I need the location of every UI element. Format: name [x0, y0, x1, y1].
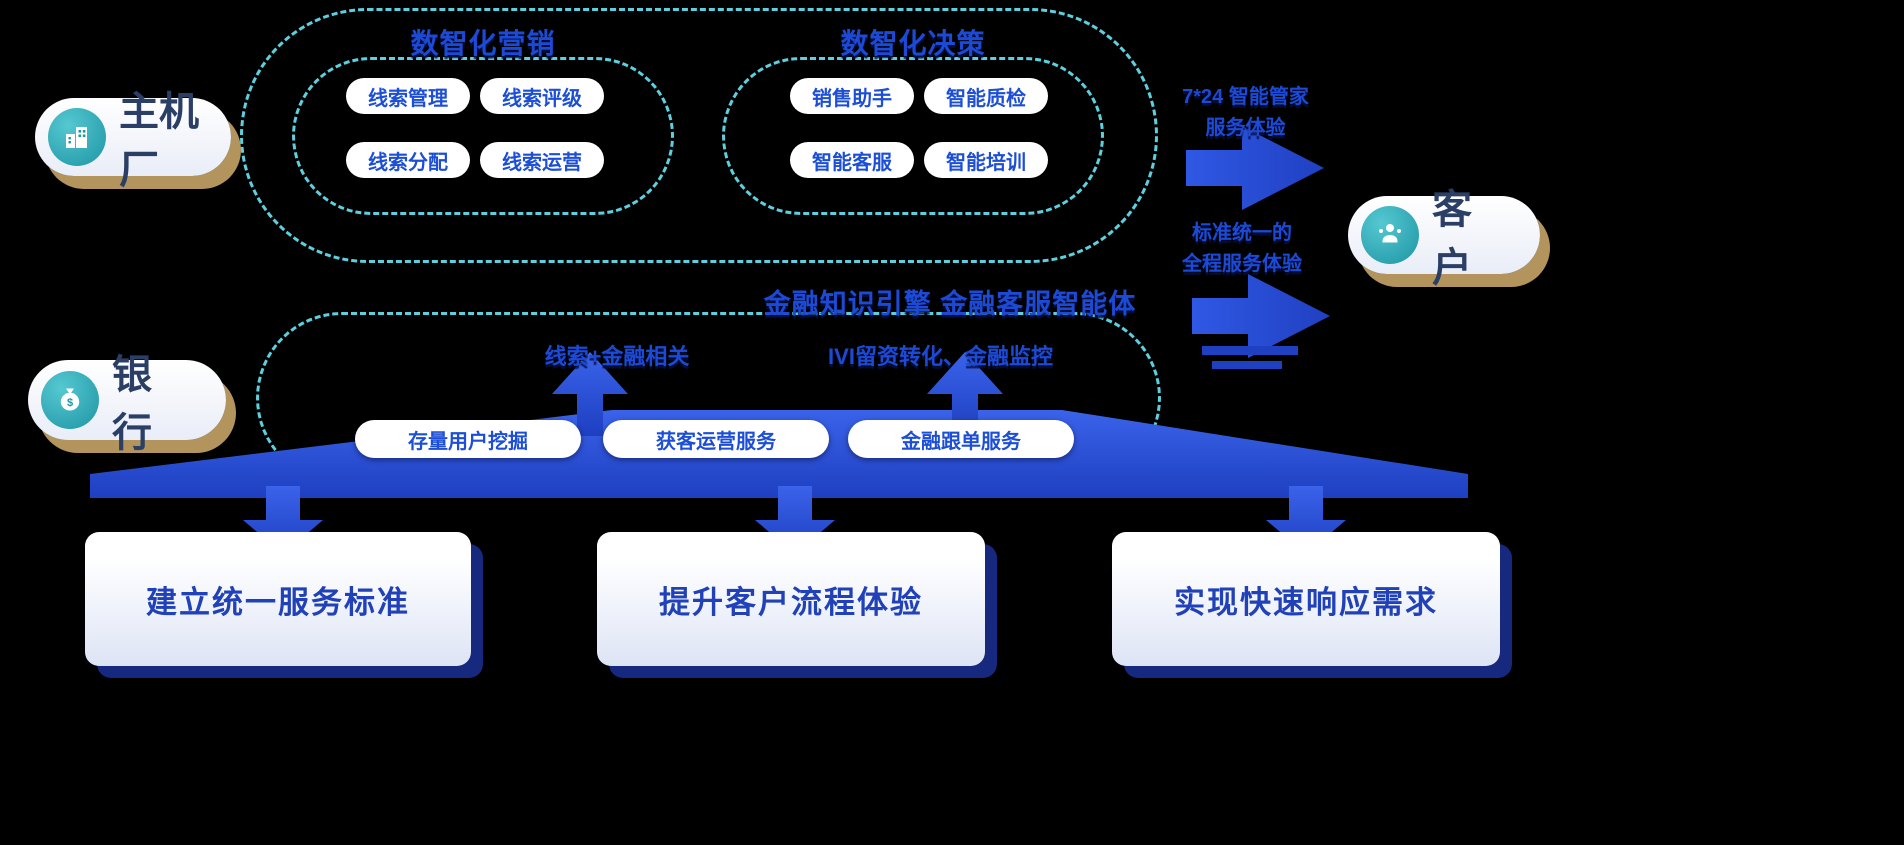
- decision-group-box: [722, 57, 1104, 215]
- right-arrow-2-label: 标准统一的 全程服务体验: [1152, 218, 1332, 280]
- customer-network-icon: [1361, 206, 1419, 264]
- bank-flow-left-label: 线索+金融相关: [544, 344, 690, 369]
- oem-capability-container: [240, 8, 1158, 263]
- marketing-group-box: [292, 57, 674, 215]
- marketing-pill-grid: 线索管理 线索评级 线索分配 线索运营: [346, 78, 604, 178]
- outcome-box-standards: 建立统一服务标准: [85, 532, 471, 666]
- building-icon: [48, 108, 106, 166]
- right-arrow-2-label-line1: 标准统一的: [1192, 222, 1292, 244]
- marketing-title: 数智化营销: [410, 28, 556, 59]
- entity-oem-label: 主机厂: [119, 90, 199, 192]
- entity-customer: 客 户: [1348, 188, 1540, 290]
- outcome-label: 提升客户流程体验: [659, 584, 923, 620]
- decision-title: 数智化决策: [840, 28, 986, 59]
- speed-line-2: [1212, 361, 1282, 369]
- engine-title: 金融知识引擎 金融客服智能体: [763, 289, 1137, 319]
- outcome-box-experience: 提升客户流程体验: [597, 532, 985, 666]
- outcome-box-response: 实现快速响应需求: [1112, 532, 1500, 666]
- marketing-pill: 线索管理: [346, 78, 470, 114]
- money-bag-icon: $: [41, 371, 99, 429]
- svg-text:$: $: [67, 397, 73, 409]
- right-arrow-1-label: 7*24 智能管家 服务体验: [1148, 82, 1343, 144]
- entity-bank-label: 银 行: [112, 353, 192, 455]
- outcome-label: 建立统一服务标准: [146, 584, 410, 620]
- service-pill-retention: 存量用户挖掘: [355, 420, 581, 458]
- service-pill-finance-follow: 金融跟单服务: [848, 420, 1074, 458]
- bank-group-box: [256, 312, 1161, 484]
- right-arrow-1-label-line1: 7*24 智能管家: [1182, 86, 1309, 108]
- decision-pill: 销售助手: [790, 78, 914, 114]
- marketing-pill: 线索分配: [346, 142, 470, 178]
- entity-bank: $ 银 行: [28, 353, 226, 455]
- decision-pill: 智能质检: [924, 78, 1048, 114]
- right-arrow-2-label-line2: 全程服务体验: [1182, 253, 1302, 275]
- right-arrow-1-label-line2: 服务体验: [1205, 117, 1286, 139]
- decision-pill: 智能客服: [790, 142, 914, 178]
- decision-pill: 智能培训: [924, 142, 1048, 178]
- entity-oem: 主机厂: [35, 90, 231, 192]
- service-pill-acquisition: 获客运营服务: [603, 420, 829, 458]
- marketing-pill: 线索运营: [480, 142, 604, 178]
- outcome-label: 实现快速响应需求: [1174, 584, 1438, 620]
- marketing-pill: 线索评级: [480, 78, 604, 114]
- speed-line-1: [1202, 346, 1298, 355]
- entity-customer-label: 客 户: [1432, 188, 1512, 290]
- decision-pill-grid: 销售助手 智能质检 智能客服 智能培训: [790, 78, 1048, 178]
- bank-flow-right-label: IVI留资转化、金融监控: [828, 344, 1053, 369]
